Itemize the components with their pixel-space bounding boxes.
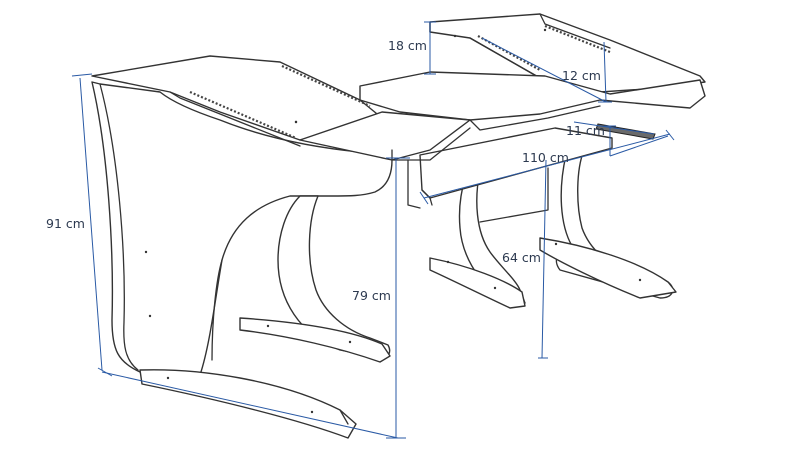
dim-desk-height bbox=[386, 157, 410, 439]
dim-leg-height bbox=[538, 159, 548, 359]
screw-dot bbox=[144, 250, 148, 254]
dim-riser-depth bbox=[481, 37, 612, 103]
label-total-height: 91 cm bbox=[46, 216, 85, 231]
dim-width bbox=[419, 121, 675, 205]
desk-top-left bbox=[299, 111, 471, 161]
back-middle-leg bbox=[429, 169, 526, 309]
label-tray-depth: 11 cm bbox=[566, 123, 605, 138]
front-base-foot bbox=[139, 369, 357, 439]
label-leg-height: 64 cm bbox=[502, 250, 541, 265]
back-right-leg bbox=[539, 149, 677, 299]
dim-riser-height bbox=[424, 21, 436, 75]
left-side-panel bbox=[91, 81, 393, 376]
front-inner-leg bbox=[239, 195, 391, 363]
dim-tray-depth bbox=[604, 125, 669, 157]
left-riser bbox=[91, 55, 383, 147]
desk-top-middle bbox=[359, 71, 706, 131]
label-riser-depth: 12 cm bbox=[562, 68, 601, 83]
label-riser-height: 18 cm bbox=[388, 38, 427, 53]
screw-dot bbox=[148, 314, 152, 318]
dim-total-height bbox=[71, 73, 399, 439]
label-desk-height: 79 cm bbox=[352, 288, 391, 303]
keyboard-tray bbox=[407, 123, 656, 223]
label-width: 110 cm bbox=[522, 150, 569, 165]
screw-dot bbox=[294, 120, 298, 124]
